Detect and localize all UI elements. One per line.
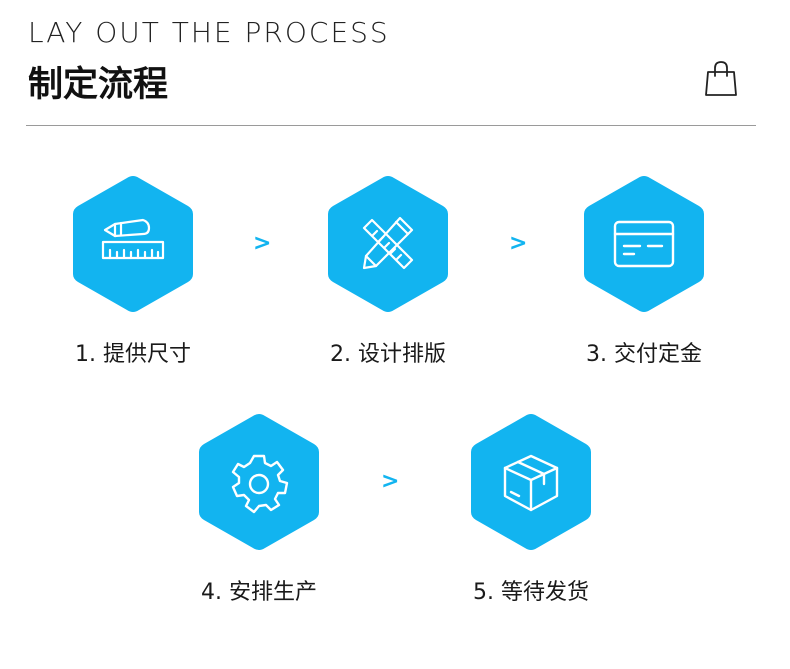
step-label: 3. 交付定金 [586,342,702,367]
step-hexagon [197,412,321,552]
shopping-bag-icon[interactable] [704,60,738,98]
process-step-4: 4. 安排生产 [169,412,349,606]
arrow-right-icon: > [381,469,400,494]
header-divider [26,125,756,126]
arrow-right-icon: > [253,231,272,256]
page-subtitle-en: LAY OUT THE PROCESS [28,16,390,49]
process-step-1: 1. 提供尺寸 [43,174,223,368]
step-hexagon [469,412,593,552]
package-box-icon [503,454,559,512]
arrow-right-icon: > [509,231,528,256]
step-label: 4. 安排生产 [201,580,317,605]
pencil-ruler-icon [101,218,165,260]
step-label: 5. 等待发货 [473,580,589,605]
step-label: 1. 提供尺寸 [75,342,191,367]
credit-card-icon [613,220,675,268]
process-step-3: 3. 交付定金 [554,174,734,368]
crossed-pencil-ruler-icon [362,216,414,270]
gear-icon [231,454,289,514]
process-step-2: 2. 设计排版 [298,174,478,368]
step-hexagon [582,174,706,314]
step-hexagon [71,174,195,314]
step-hexagon [326,174,450,314]
process-step-5: 5. 等待发货 [441,412,621,606]
step-label: 2. 设计排版 [330,342,446,367]
page-title: 制定流程 [28,65,169,105]
